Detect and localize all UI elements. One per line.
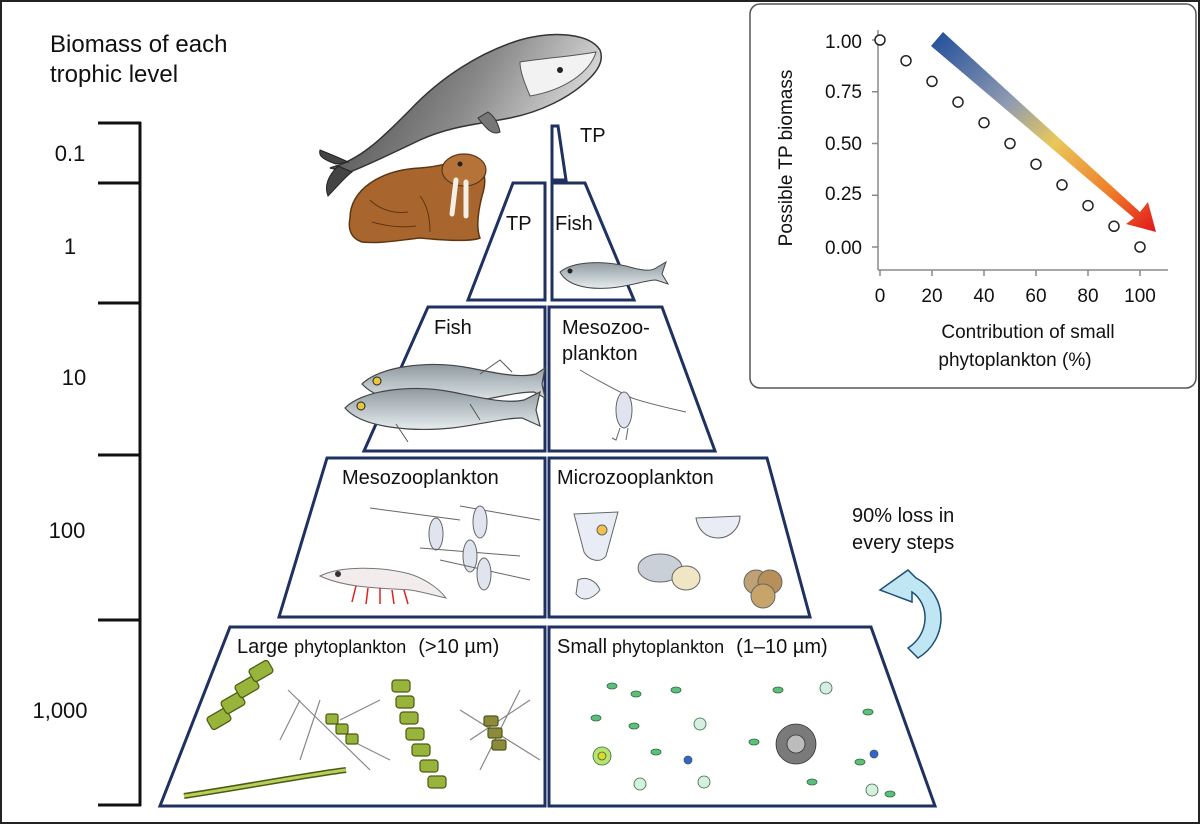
inset-chart: 1.00 0.75 0.50 0.25 0.00 0 20 40 60 80 1… xyxy=(749,3,1197,389)
biomass-scale: Biomass of each trophic level 0.1 1 10 1… xyxy=(32,31,227,807)
pyramid-labels: TP TP Fish Fish Mesozoo- plankton Mesozo… xyxy=(237,125,828,658)
small-fish-illustration xyxy=(559,260,670,289)
scale-label-0.1: 0.1 xyxy=(55,141,86,166)
x-tick-label: 80 xyxy=(1077,286,1098,307)
frame-level2-left xyxy=(465,181,547,302)
y-tick-label: 0.75 xyxy=(825,82,862,103)
loss-note-line2: every steps xyxy=(852,532,954,554)
y-tick-label: 1.00 xyxy=(825,32,862,53)
trend-gradient-arrow xyxy=(931,32,1156,232)
fish-pair-illustration xyxy=(344,359,546,443)
label-level2-left: TP xyxy=(506,213,532,235)
copepod-illustration xyxy=(579,369,687,441)
data-point xyxy=(1004,137,1016,150)
x-tick-label: 40 xyxy=(973,286,994,307)
label-level2-right: Fish xyxy=(555,213,593,235)
loss-note: 90% loss in every steps xyxy=(852,505,954,554)
chart-xtick-labels: 0 20 40 60 80 100 xyxy=(875,286,1156,307)
x-tick-label: 60 xyxy=(1025,286,1046,307)
frame-tp-top xyxy=(550,124,568,182)
x-tick-label: 0 xyxy=(875,286,886,307)
chart-y-label: Possible TP biomass xyxy=(776,70,797,247)
label-level3-left: Fish xyxy=(434,317,472,339)
y-tick-label: 0.00 xyxy=(825,238,862,259)
curved-up-arrow xyxy=(878,569,942,659)
label-level3-right-line2: plankton xyxy=(562,343,638,365)
data-point xyxy=(1030,158,1042,170)
label-level4-left: Mesozooplankton xyxy=(342,467,499,489)
data-point xyxy=(978,117,990,129)
data-point xyxy=(1108,220,1120,233)
walrus-illustration xyxy=(348,153,487,244)
data-point xyxy=(1134,241,1146,253)
label-level3-right-line1: Mesozoo- xyxy=(562,317,650,339)
y-tick-label: 0.25 xyxy=(825,184,862,205)
data-point xyxy=(926,75,938,88)
scale-label-1: 1 xyxy=(64,234,76,259)
krill-illustration xyxy=(318,567,448,605)
inset-chart-frame xyxy=(749,3,1197,389)
small-phytoplankton-illustration xyxy=(590,681,896,798)
data-point xyxy=(900,54,912,67)
frame-level3-right xyxy=(547,305,718,453)
chart-x-label-line1: Contribution of small xyxy=(941,322,1114,343)
label-tp-top: TP xyxy=(580,125,606,147)
loss-note-line1: 90% loss in xyxy=(852,505,954,527)
scale-title-line1: Biomass of each xyxy=(50,31,227,58)
label-level4-right: Microzooplankton xyxy=(557,467,714,489)
chart-points xyxy=(874,34,1146,253)
data-point xyxy=(874,34,886,46)
scale-label-10: 10 xyxy=(62,365,86,390)
y-tick-label: 0.50 xyxy=(825,134,862,155)
scale-label-1000: 1,000 xyxy=(32,698,87,723)
x-tick-label: 100 xyxy=(1124,286,1156,307)
chart-ytick-labels: 1.00 0.75 0.50 0.25 0.00 xyxy=(825,32,862,259)
mesozooplankton-illustration xyxy=(369,505,541,591)
data-point xyxy=(1056,179,1068,191)
data-point xyxy=(952,96,964,108)
x-tick-label: 20 xyxy=(921,286,942,307)
data-point xyxy=(1082,199,1094,212)
whale-illustration xyxy=(319,33,602,197)
scale-title-line2: trophic level xyxy=(50,61,178,88)
scale-label-100: 100 xyxy=(49,518,86,543)
large-phytoplankton-illustration xyxy=(183,659,541,799)
frame-level5-right xyxy=(547,625,938,808)
chart-x-label-line2: phytoplankton (%) xyxy=(938,350,1091,371)
microzooplankton-illustration xyxy=(573,511,783,609)
